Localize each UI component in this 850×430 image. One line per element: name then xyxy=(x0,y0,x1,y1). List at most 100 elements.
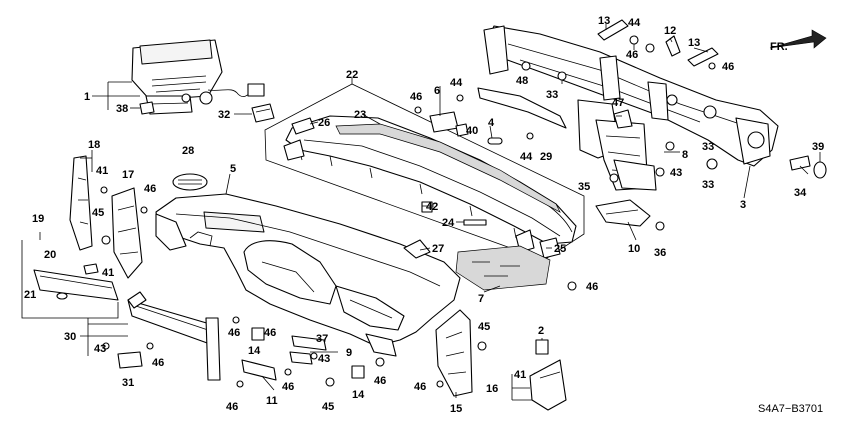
bracket-part-13-top xyxy=(597,19,629,41)
callout-17: 17 xyxy=(122,169,134,181)
label-part-2 xyxy=(535,339,549,355)
callout-43-beam: 43 xyxy=(670,167,682,179)
callout-39: 39 xyxy=(812,141,824,153)
callout-28: 28 xyxy=(182,145,194,157)
callout-33-low: 33 xyxy=(702,179,714,191)
callout-46-lower: 46 xyxy=(152,357,164,369)
side-cover-left-part xyxy=(69,155,93,251)
callout-1: 1 xyxy=(84,91,90,103)
connector-part-32 xyxy=(251,103,275,123)
callout-18: 18 xyxy=(88,139,100,151)
callout-15: 15 xyxy=(450,403,462,415)
callout-44-beam: 44 xyxy=(628,17,641,29)
callout-46-d: 46 xyxy=(226,401,238,413)
callout-9: 9 xyxy=(346,347,352,359)
side-bracket-part-17 xyxy=(111,187,143,279)
callout-labels: 1 38 32 22 23 26 28 5 6 44 46 40 4 44 29… xyxy=(24,15,824,415)
callout-41-left: 41 xyxy=(96,165,108,177)
instrument-panel-part xyxy=(155,193,461,357)
front-direction-arrow xyxy=(769,29,827,49)
clip-part-24 xyxy=(463,219,487,226)
callout-14-b: 14 xyxy=(352,389,365,401)
callout-19: 19 xyxy=(32,213,44,225)
callout-34: 34 xyxy=(794,187,807,199)
pad-part-7 xyxy=(455,245,551,291)
callout-44-mid: 44 xyxy=(520,151,533,163)
bracket-part-12 xyxy=(665,35,681,57)
callout-25: 25 xyxy=(554,243,566,255)
callout-47: 47 xyxy=(612,97,624,109)
callout-30: 30 xyxy=(64,331,76,343)
bracket-part-13-right xyxy=(687,47,719,67)
callout-46-b: 46 xyxy=(264,327,276,339)
callout-35: 35 xyxy=(578,181,590,193)
callout-22: 22 xyxy=(346,69,358,81)
callout-41-right: 41 xyxy=(514,369,526,381)
clip-part-14-b xyxy=(351,365,365,379)
direction-label: FR. xyxy=(770,41,788,53)
callout-4: 4 xyxy=(488,117,495,129)
vent-part-27 xyxy=(403,239,431,259)
callout-10: 10 xyxy=(628,243,640,255)
callout-6: 6 xyxy=(434,85,440,97)
callout-24: 24 xyxy=(442,217,455,229)
clip-part-14-a xyxy=(251,327,265,341)
callout-13-right: 13 xyxy=(688,37,700,49)
callout-40: 40 xyxy=(466,125,478,137)
side-cover-right-part xyxy=(435,309,473,397)
callout-41-glove: 41 xyxy=(102,267,114,279)
glove-box-group xyxy=(21,240,119,319)
callout-2: 2 xyxy=(538,325,544,337)
bracket-part-9 xyxy=(289,335,327,365)
callout-14-a: 14 xyxy=(248,345,261,357)
lower-bracket-part-30 xyxy=(127,291,221,381)
callout-43-mid: 43 xyxy=(318,353,330,365)
callout-32: 32 xyxy=(218,109,230,121)
callout-13-top: 13 xyxy=(598,15,610,27)
clip-part-38 xyxy=(139,101,155,115)
callout-7: 7 xyxy=(478,293,484,305)
callout-43-left: 43 xyxy=(94,343,106,355)
callout-46-f: 46 xyxy=(414,381,426,393)
leader-lines xyxy=(39,24,821,401)
stub-part-4 xyxy=(487,137,503,145)
callout-23: 23 xyxy=(354,109,366,121)
bracket-part-11 xyxy=(241,359,277,381)
callout-29: 29 xyxy=(540,151,552,163)
part-47 xyxy=(613,109,633,129)
callout-3: 3 xyxy=(740,199,746,211)
bracket-part-10 xyxy=(595,199,651,227)
callout-36: 36 xyxy=(654,247,666,259)
callout-38: 38 xyxy=(116,103,128,115)
callout-33-top: 33 xyxy=(546,89,558,101)
callout-45-mid: 45 xyxy=(322,401,334,413)
callout-46-e: 46 xyxy=(374,375,386,387)
callout-16: 16 xyxy=(486,383,498,395)
lid-part-16 xyxy=(529,359,567,411)
callout-33-mid: 33 xyxy=(702,141,714,153)
callout-8: 8 xyxy=(682,149,688,161)
callout-37: 37 xyxy=(316,333,328,345)
callout-46-left: 46 xyxy=(144,183,156,195)
upper-dash-cover-part xyxy=(283,115,577,259)
speaker-grille-part-28 xyxy=(172,173,208,191)
callout-46-mid: 46 xyxy=(410,91,422,103)
callout-46-a: 46 xyxy=(228,327,240,339)
callout-42: 42 xyxy=(426,201,438,213)
bracket-part-40 xyxy=(429,111,469,137)
callout-46-c: 46 xyxy=(282,381,294,393)
fastener-set xyxy=(100,35,827,388)
callout-11: 11 xyxy=(266,395,278,407)
callout-5: 5 xyxy=(230,163,236,175)
callout-46-pad: 46 xyxy=(586,281,598,293)
callout-46-right: 46 xyxy=(722,61,734,73)
callout-27: 27 xyxy=(432,243,444,255)
callout-31: 31 xyxy=(122,377,134,389)
steering-hanger-beam-part xyxy=(477,25,779,191)
airbag-module-part xyxy=(131,39,265,115)
clip-part-42 xyxy=(421,201,433,213)
callout-45-left: 45 xyxy=(92,207,104,219)
callout-26: 26 xyxy=(318,117,330,129)
callout-45-right: 45 xyxy=(478,321,490,333)
